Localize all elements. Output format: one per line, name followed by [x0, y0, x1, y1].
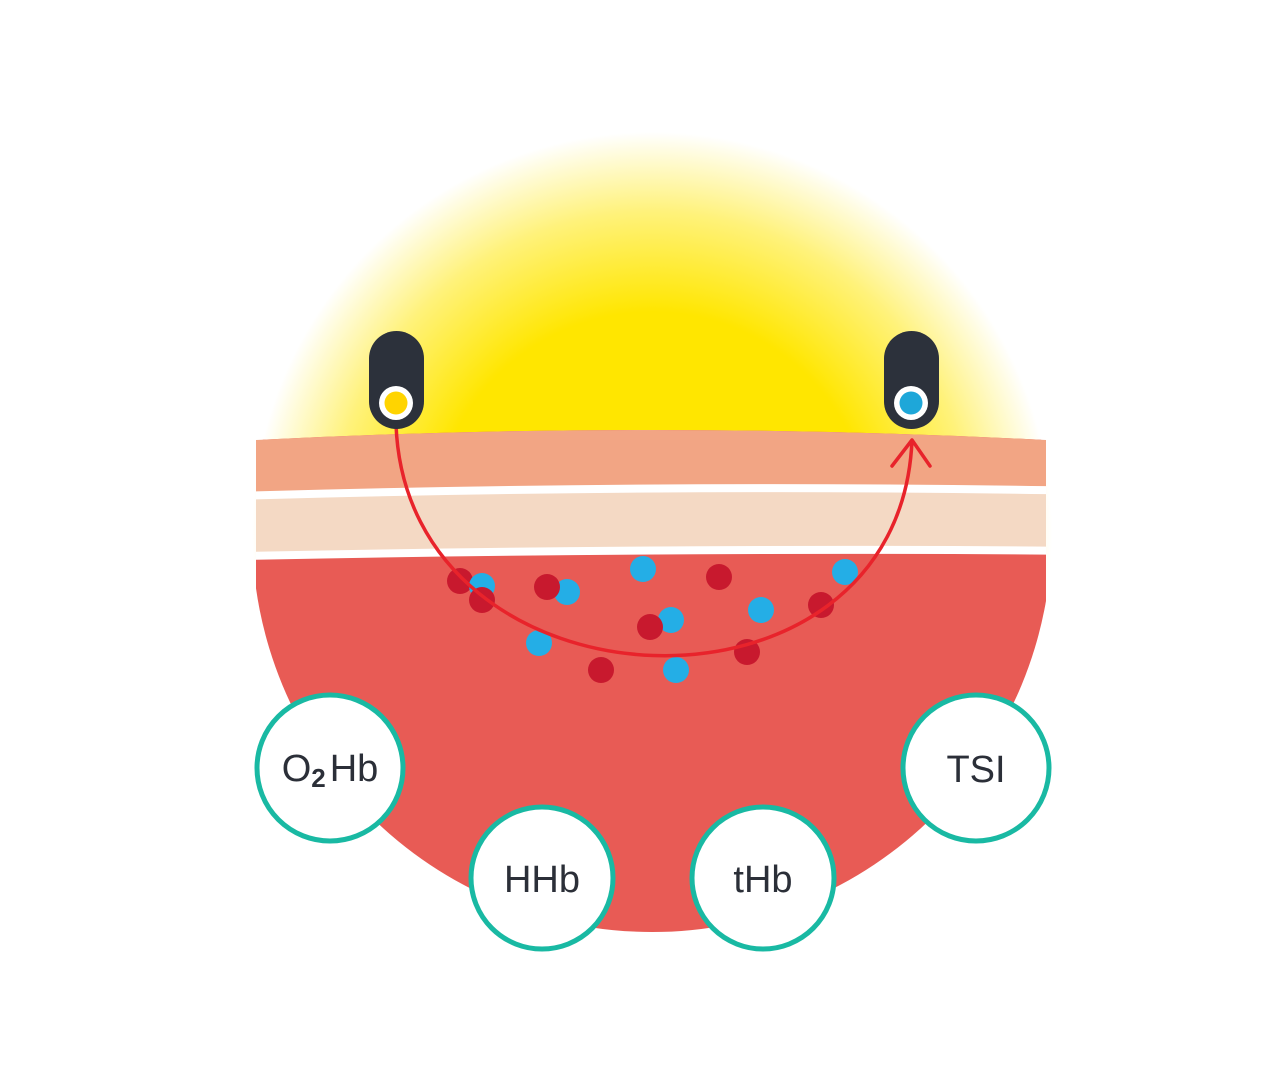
- light-path-arrowhead: [890, 438, 932, 468]
- label-hhb: HHb: [468, 804, 616, 952]
- light-path: [394, 423, 932, 658]
- light-path-arc: [394, 423, 914, 658]
- label-hhb-text: HHb: [504, 859, 580, 901]
- oxygenated-cell: [588, 657, 614, 683]
- detector-sensor: [884, 331, 939, 429]
- tissue-cross-section: [256, 430, 1046, 932]
- oxygenated-cell: [637, 614, 663, 640]
- emitter-light-core: [384, 391, 408, 415]
- oxygenated-cell: [534, 574, 560, 600]
- oxygenated-cell: [808, 592, 834, 618]
- label-tsi-text: TSI: [946, 749, 1005, 791]
- blood-cells: [447, 556, 858, 683]
- deoxygenated-cell: [658, 607, 684, 633]
- layer-divider: [256, 545, 1046, 561]
- label-ring: [900, 692, 1052, 844]
- deoxygenated-cell: [748, 597, 774, 623]
- oxygenated-cell: [706, 564, 732, 590]
- oxygenated-cell: [469, 587, 495, 613]
- layer-divider: [256, 484, 1046, 501]
- label-ring: [468, 804, 616, 952]
- detector-light-core: [899, 391, 923, 415]
- oxygenated-cell: [447, 568, 473, 594]
- o2hb-main-a: O: [282, 748, 312, 790]
- emitter-sensor: [369, 331, 424, 429]
- deoxygenated-cell: [554, 579, 580, 605]
- o2hb-main-b: Hb: [330, 748, 379, 790]
- deoxygenated-cell: [526, 630, 552, 656]
- skin-outer-layer: [256, 430, 1046, 494]
- deoxygenated-cell: [630, 556, 656, 582]
- label-thb-text: tHb: [733, 859, 792, 901]
- deoxygenated-cell: [663, 657, 689, 683]
- label-ring: [254, 692, 406, 844]
- label-ring: [689, 804, 837, 952]
- skin-inner-layer: [256, 491, 1046, 554]
- o2hb-subscript: 2: [311, 763, 325, 793]
- deoxygenated-cell: [832, 559, 858, 585]
- label-thb: tHb: [689, 804, 837, 952]
- label-tsi: TSI: [900, 692, 1052, 844]
